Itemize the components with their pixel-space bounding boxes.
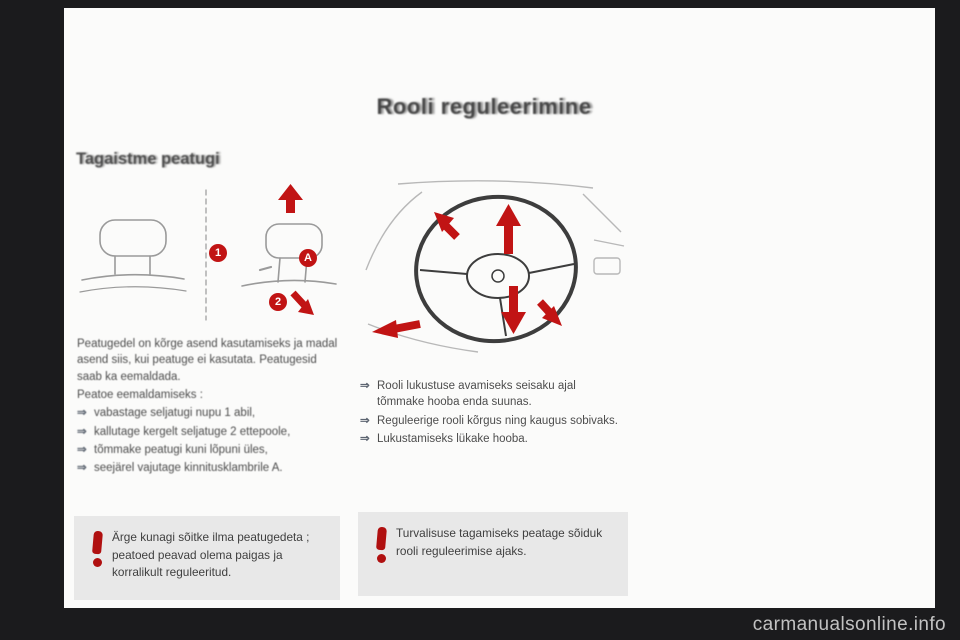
steering-warning-box: Turvalisuse tagamiseks peatage sõiduk ro… [358,512,628,596]
list-item: ⇒ vabastage seljatugi nupu 1 abil, [77,405,339,421]
list-item: ⇒ seejärel vajutage kinnitusklambrile A. [77,460,339,476]
list-item: ⇒ Lukustamiseks lükake hooba. [360,431,622,447]
rim-up-left-arrow-icon [434,212,460,240]
headrest-lead-line: Peatoe eemaldamiseks : [77,388,203,401]
warning-exclamation-icon [82,529,112,567]
marker-a: A [299,249,317,267]
headrest-paragraph: Peatugedel on kõrge asend kasutamiseks j… [77,338,338,383]
page-title: Rooli reguleerimine [376,94,592,119]
warning-exclamation-icon [366,525,396,563]
bullet-text: kallutage kergelt seljatuge 2 ettepoole, [94,425,291,438]
headrest-text-block: Peatugedel on kõrge asend kasutamiseks j… [77,336,339,477]
headrest-warning-box: Ärge kunagi sõitke ilma peatugedeta ; pe… [74,516,340,600]
headrest-up-arrow-icon [278,184,303,213]
bullet-text: Reguleerige rooli kõrgus ning kaugus sob… [377,414,619,427]
marker-2: 2 [269,293,287,311]
bullet-text: tõmmake peatugi kuni lõpuni üles, [94,443,268,456]
warning-text: Turvalisuse tagamiseks peatage sõiduk ro… [396,526,603,558]
rim-down-right-arrow-icon [537,299,562,326]
reach-left-arrow-icon [372,320,421,338]
arrow-bullet-icon: ⇒ [360,380,370,392]
bullet-text: seejärel vajutage kinnitusklambrile A. [94,462,283,475]
arrow-bullet-icon: ⇒ [77,407,87,420]
list-item: ⇒ Rooli lukustuse avamiseks seisaku ajal… [360,378,622,411]
height-down-arrow-icon [501,286,526,334]
arrow-bullet-icon: ⇒ [360,432,370,445]
headrest-tilt-arrow-icon [290,290,314,315]
manual-page: Rooli reguleerimine Tagaistme peatugi [64,8,935,608]
list-item: ⇒ kallutage kergelt seljatuge 2 ettepool… [77,424,339,440]
list-item: ⇒ tõmmake peatugi kuni lõpuni üles, [77,442,339,458]
headrest-drawing [79,184,337,321]
bullet-text: Lukustamiseks lükake hooba. [377,432,528,445]
warning-text: Ärge kunagi sõitke ilma peatugedeta ; pe… [112,530,310,580]
steering-wheel-drawing [365,180,625,353]
arrow-bullet-icon: ⇒ [77,443,87,456]
bullet-text: vabastage seljatugi nupu 1 abil, [94,407,256,420]
marker-1: 1 [209,244,227,262]
section-heading-headrest: Tagaistme peatugi [76,150,220,168]
height-up-arrow-icon [496,204,521,254]
arrow-bullet-icon: ⇒ [77,425,87,438]
steering-text-block: ⇒ Rooli lukustuse avamiseks seisaku ajal… [360,376,622,447]
steering-illustration [358,174,628,369]
headrest-illustration: 1 A 2 [74,180,340,328]
list-item: ⇒ Reguleerige rooli kõrgus ning kaugus s… [360,413,622,429]
watermark: carmanualsonline.info [752,614,946,635]
bullet-text: Rooli lukustuse avamiseks seisaku ajal t… [377,380,576,409]
arrow-bullet-icon: ⇒ [77,462,87,475]
arrow-bullet-icon: ⇒ [360,414,370,427]
